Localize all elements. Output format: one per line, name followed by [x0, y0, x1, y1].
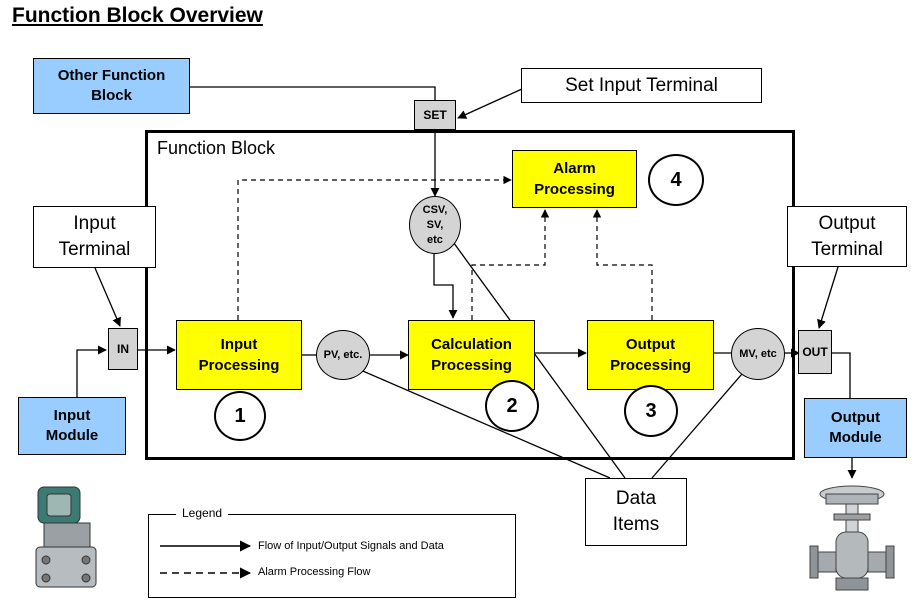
legend-title: Legend	[176, 506, 229, 520]
out-terminal: OUT	[798, 330, 832, 374]
legend-dashed-label: Alarm Processing Flow	[258, 566, 371, 578]
other-function-block: Other Function Block	[33, 58, 190, 114]
step-number-1: 1	[214, 391, 266, 441]
mv-node: MV, etc	[731, 328, 785, 380]
legend-box	[148, 514, 516, 598]
valve-image	[809, 485, 895, 591]
line-out-to-output-module	[832, 352, 851, 398]
input-processing-block: Input Processing	[176, 320, 302, 390]
alarm-processing-block: Alarm Processing	[512, 150, 637, 208]
output-processing-block: Output Processing	[587, 320, 714, 390]
dashed-output-to-alarm	[592, 209, 653, 320]
calculation-processing-block: Calculation Processing	[408, 320, 535, 390]
output-terminal-label: Output Terminal	[787, 206, 907, 267]
step-number-3: 3	[624, 385, 678, 437]
line-csv-to-calculation	[433, 254, 458, 319]
transmitter-image	[35, 486, 97, 588]
line-data-items-to-mv	[651, 366, 749, 479]
function-block-label: Function Block	[157, 138, 276, 158]
line-input-terminal-to-in	[94, 267, 121, 327]
set-terminal: SET	[414, 100, 456, 130]
line-data-items-to-pv	[341, 361, 611, 479]
function-block-frame	[145, 130, 795, 460]
csv-sv-node: CSV, SV, etc	[409, 196, 461, 254]
line-set-input-terminal-to-set	[457, 88, 523, 119]
pv-node: PV, etc.	[316, 330, 370, 380]
dashed-input-to-alarm	[237, 175, 512, 320]
line-output-terminal-to-out	[817, 266, 839, 329]
legend-solid-label: Flow of Input/Output Signals and Data	[258, 540, 444, 552]
step-number-4: 4	[648, 154, 704, 206]
step-number-2: 2	[485, 380, 539, 432]
page-title: Function Block Overview	[12, 4, 263, 27]
set-input-terminal-label: Set Input Terminal	[521, 68, 762, 103]
dashed-calculation-to-alarm	[471, 209, 550, 320]
input-terminal-label: Input Terminal	[33, 206, 156, 268]
data-items-label: Data Items	[585, 478, 687, 546]
input-module: Input Module	[18, 397, 126, 455]
line-other-fb-to-set	[190, 86, 436, 100]
in-terminal: IN	[108, 328, 138, 370]
output-module: Output Module	[804, 398, 907, 458]
line-input-module-to-in	[76, 345, 107, 397]
